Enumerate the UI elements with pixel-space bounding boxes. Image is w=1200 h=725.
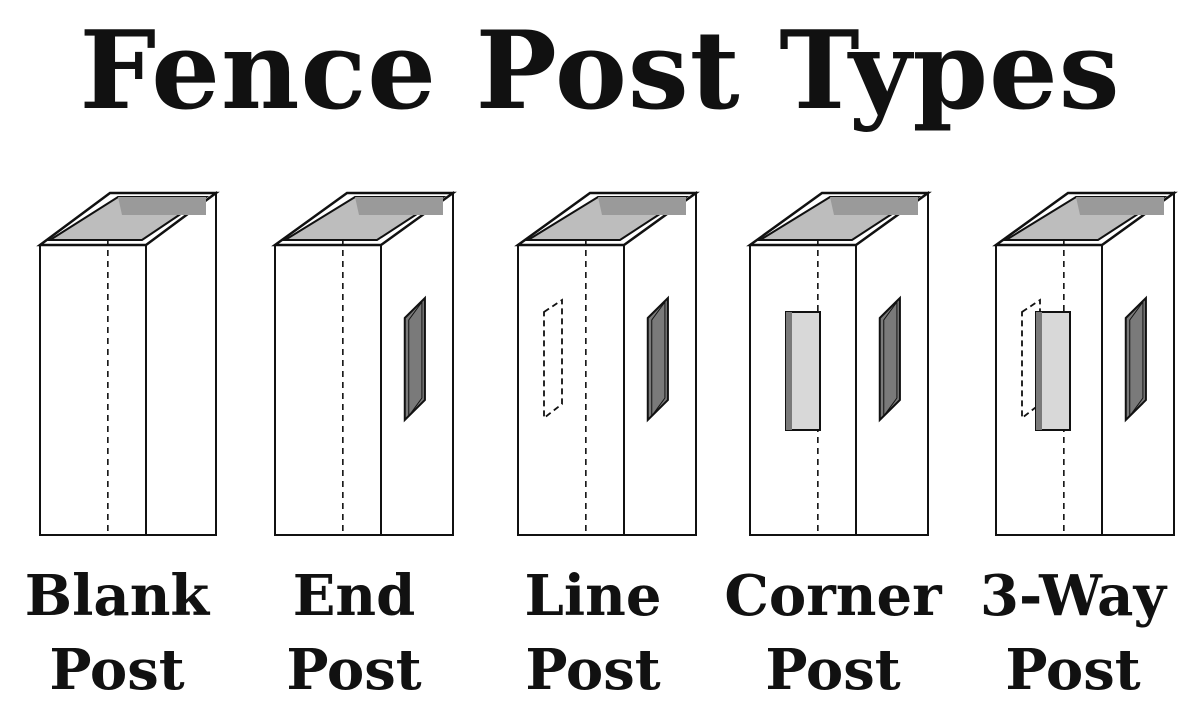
post-4 (746, 191, 932, 536)
post-front-face (39, 244, 147, 536)
front-slot-shade (786, 312, 792, 430)
label-line1: Blank (24, 563, 210, 629)
post-front-face (517, 244, 625, 536)
front-slot-shade (1036, 312, 1042, 430)
post-hollow-shadow (598, 197, 686, 215)
label-corner-post: Corner Post (713, 560, 953, 708)
label-line2: Post (525, 637, 661, 703)
side-slot (1124, 295, 1147, 423)
post-hollow-shadow (118, 197, 206, 215)
label-line2: Post (49, 637, 185, 703)
diagram-title: Fence Post Types (79, 8, 1121, 134)
label-line2: Post (765, 637, 901, 703)
label-blank-post: Blank Post (0, 560, 237, 708)
post-hollow-shadow (830, 197, 918, 215)
post-2 (271, 191, 457, 536)
post-hollow-shadow (1076, 197, 1164, 215)
hidden-front-slot (543, 298, 563, 420)
post-hollow-shadow (355, 197, 443, 215)
side-slot-inner (408, 300, 423, 418)
label-3way-post: 3-Way Post (953, 560, 1193, 708)
label-line1: 3-Way (980, 563, 1166, 629)
side-slot (403, 295, 426, 423)
label-line1: Line (524, 563, 662, 629)
post-side-face (145, 191, 217, 536)
post-front-face (274, 244, 382, 536)
side-slot-inner (1129, 300, 1144, 418)
post-5 (992, 191, 1178, 536)
label-line1: End (292, 563, 416, 629)
label-line2: Post (286, 637, 422, 703)
label-line2: Post (1005, 637, 1141, 703)
side-slot (878, 295, 901, 423)
label-line-post: Line Post (473, 560, 713, 708)
side-slot-inner (651, 300, 666, 418)
post-1 (36, 191, 220, 536)
post-3 (514, 191, 700, 536)
side-slot (646, 295, 669, 423)
label-end-post: End Post (234, 560, 474, 708)
label-line1: Corner (724, 563, 942, 629)
side-slot-inner (883, 300, 898, 418)
